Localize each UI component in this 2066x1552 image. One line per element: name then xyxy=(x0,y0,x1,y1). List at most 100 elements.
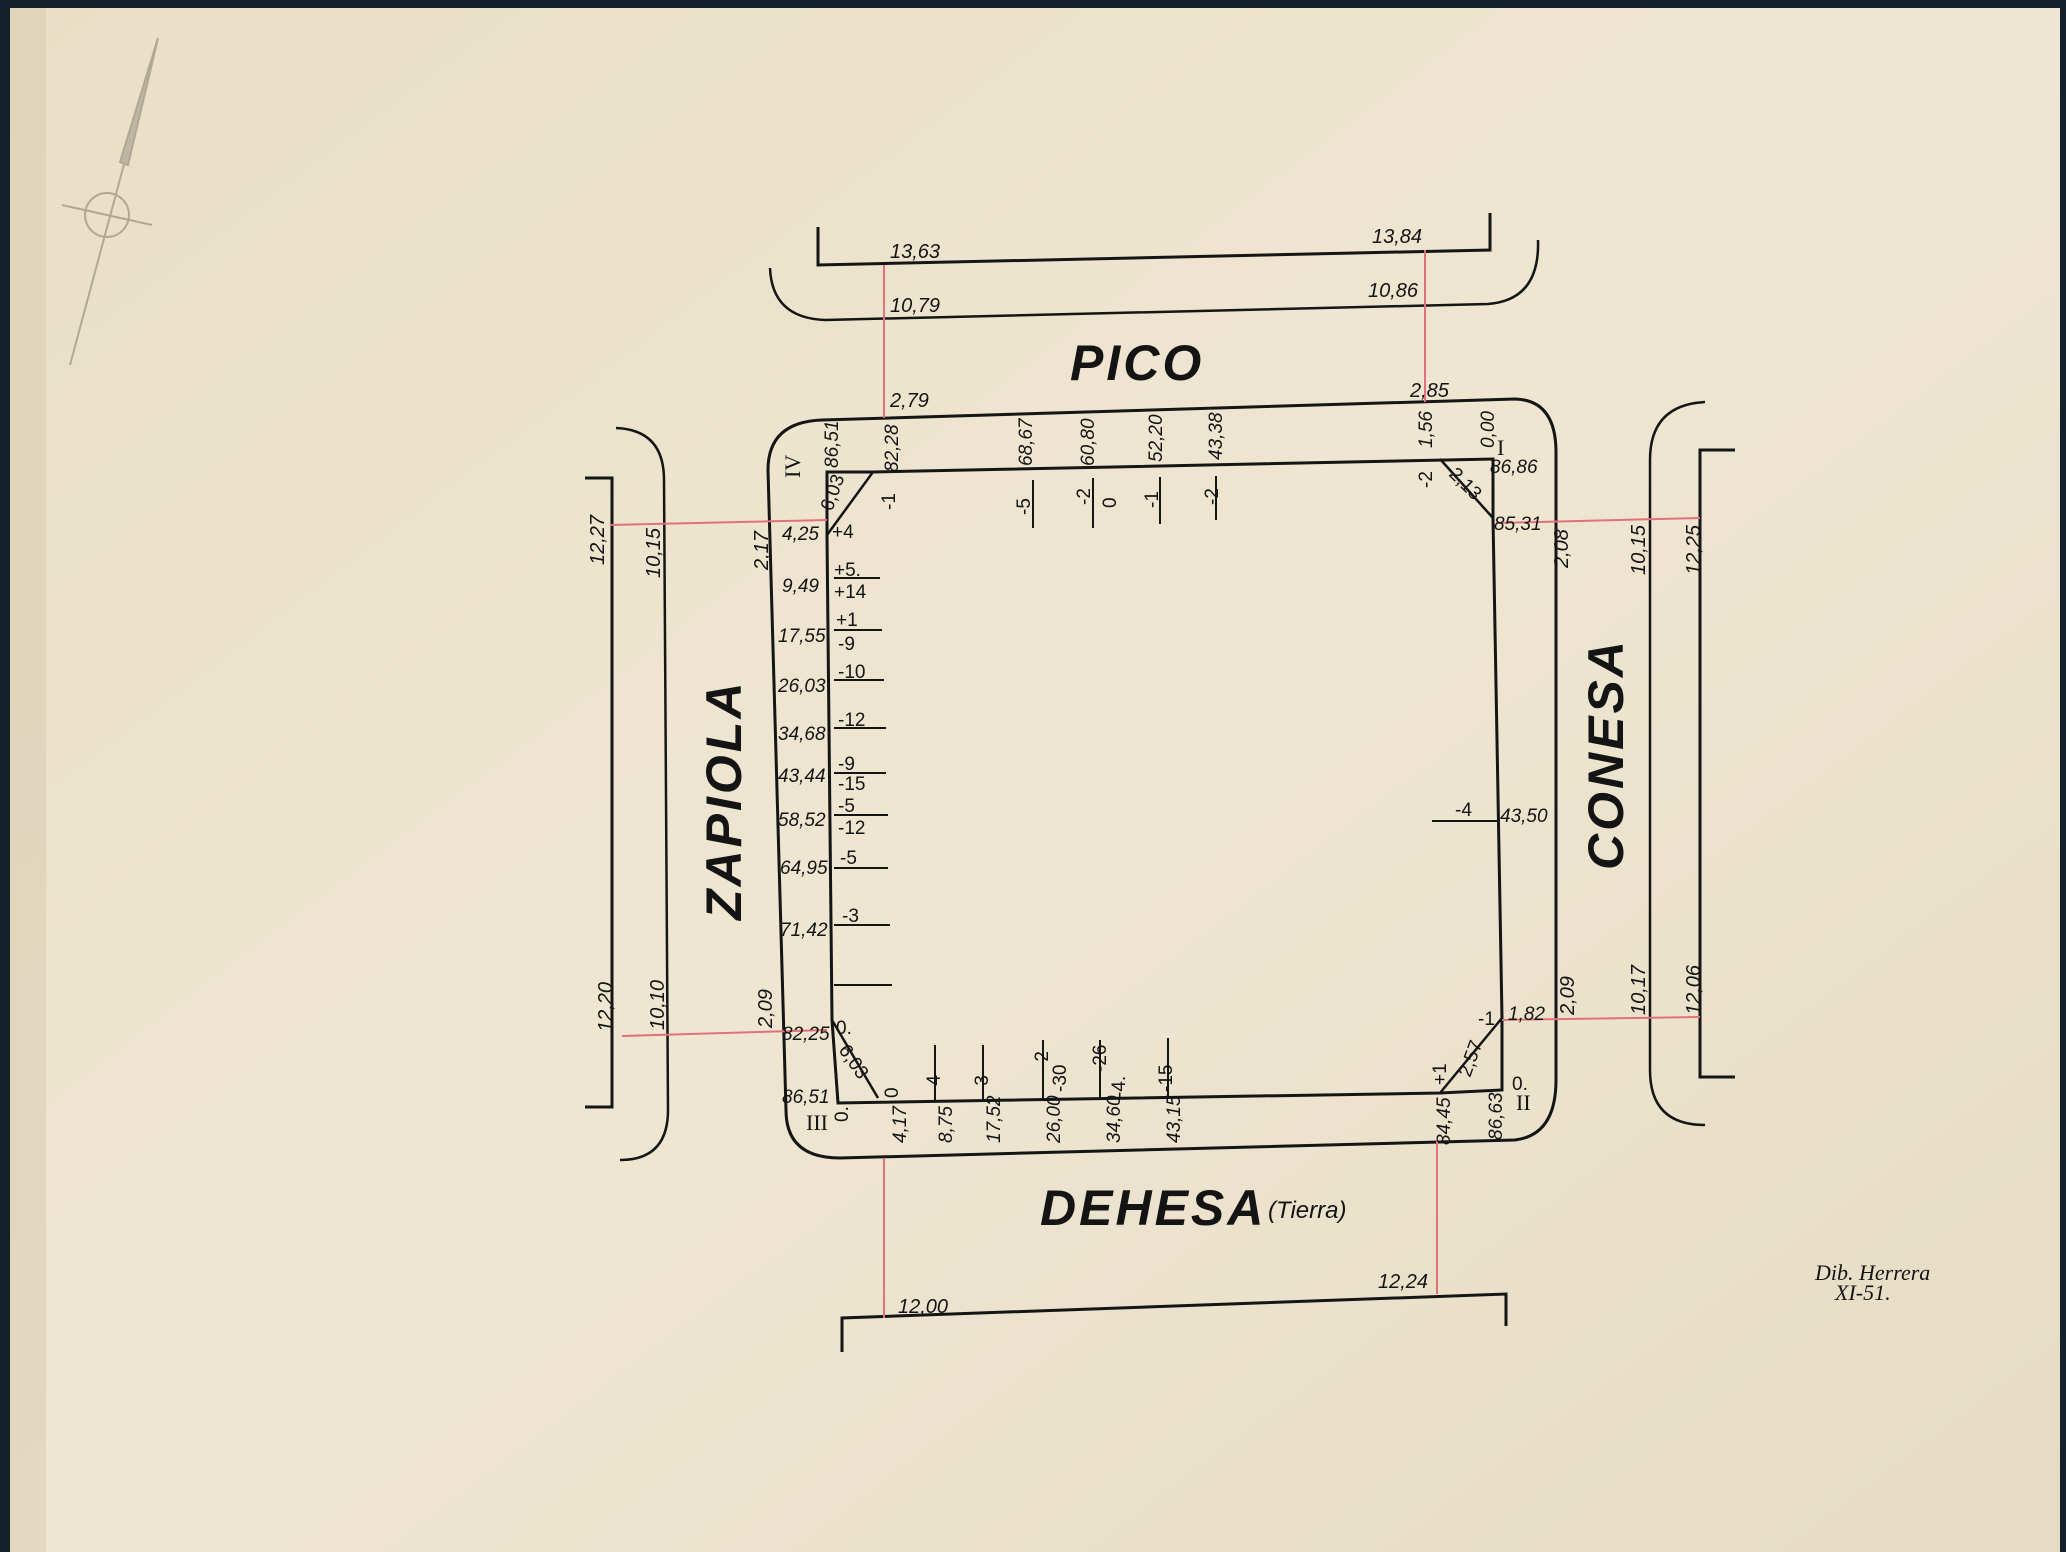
east-profile-b: -1 xyxy=(1478,1009,1495,1030)
south-profile-g: -4. xyxy=(1109,1076,1130,1098)
west-profile-6: -12 xyxy=(838,710,865,731)
west-level-34-68: 34,68 xyxy=(778,724,826,745)
south-level-8-75: 8,75 xyxy=(936,1106,957,1143)
south-profile-b: -4 xyxy=(924,1075,945,1092)
east-profile-c: +1 xyxy=(1430,1063,1451,1085)
west-level-64-95: 64,95 xyxy=(780,858,828,879)
south-level-17-52: 17,52 xyxy=(984,1095,1005,1143)
east-profile-a: -4 xyxy=(1455,800,1472,821)
north-profile-f: -2 xyxy=(1202,488,1223,505)
west-line-12-27: 12,27 xyxy=(587,514,609,565)
north-arrow-icon xyxy=(61,37,159,366)
south-profile-f: -26 xyxy=(1090,1045,1111,1072)
pico-curb-10-86: 10,86 xyxy=(1368,280,1419,302)
south-level-34-60: 34,60 xyxy=(1104,1095,1125,1143)
west-profile-7: -9 xyxy=(838,754,855,775)
south-profile-c: -3 xyxy=(972,1075,993,1092)
east-level-86-63: 86,63 xyxy=(1486,1092,1507,1140)
east-curb-10-15: 10,15 xyxy=(1628,524,1650,575)
west-profile-0: +4 xyxy=(832,522,854,543)
pico-curb-10-79: 10,79 xyxy=(890,295,940,317)
east-line-12-25: 12,25 xyxy=(1683,524,1705,575)
west-level-86-51: 86,51 xyxy=(782,1087,830,1108)
dehesa-property-line xyxy=(840,1292,1508,1352)
south-profile-d: -2 xyxy=(1032,1051,1053,1068)
west-level-26-03: 26,03 xyxy=(777,676,826,697)
south-level-84-45: 84,45 xyxy=(1434,1097,1455,1145)
north-level-52-20: 52,20 xyxy=(1146,414,1167,462)
south-profile-e: -30 xyxy=(1050,1065,1071,1092)
pico-line-13-63: 13,63 xyxy=(890,241,940,263)
west-level-17-55: 17,55 xyxy=(778,626,826,647)
west-offset-2-17: 2,17 xyxy=(751,530,773,571)
east-level-86-86: 86,86 xyxy=(1490,457,1538,478)
west-profile-14: 0. xyxy=(832,1106,853,1122)
west-profile-12: -3 xyxy=(842,906,859,927)
north-level-0-00: 0,00 xyxy=(1478,411,1499,448)
corner-label-i: I xyxy=(1497,435,1504,460)
west-profile-13: 0. xyxy=(836,1018,852,1039)
pico-line-13-84: 13,84 xyxy=(1372,226,1422,248)
zapiola-property-line xyxy=(585,476,614,1109)
west-level-43-44: 43,44 xyxy=(778,766,826,787)
corner-label-ii: II xyxy=(1516,1090,1531,1115)
south-profile-h: -15 xyxy=(1156,1065,1177,1092)
south-line-12-24: 12,24 xyxy=(1378,1271,1428,1293)
signature-date: XI-51. xyxy=(1834,1280,1891,1305)
conesa-property-line xyxy=(1698,448,1735,1079)
north-level-68-67: 68,67 xyxy=(1016,417,1037,466)
north-level-60-80: 60,80 xyxy=(1078,418,1099,466)
block-outer-curb xyxy=(766,397,1558,1160)
south-level-43-15: 43,15 xyxy=(1164,1095,1185,1143)
west-level-82-25: 82,25 xyxy=(782,1024,830,1045)
north-level-1-56: 1,56 xyxy=(1416,411,1437,448)
east-level-1-82: 1,82 xyxy=(1508,1004,1545,1025)
north-level-43-38: 43,38 xyxy=(1206,412,1227,460)
west-level-4-25: 4,25 xyxy=(782,524,819,545)
west-profile-5: -10 xyxy=(838,662,865,683)
east-offset-2-09: 2,09 xyxy=(1557,976,1579,1016)
corner-chamfers xyxy=(825,458,1503,1104)
pico-offset-2-85: 2,85 xyxy=(1409,380,1450,402)
street-note-tierra: (Tierra) xyxy=(1268,1197,1346,1224)
west-profile-9: -5 xyxy=(838,796,855,817)
west-curb-10-15: 10,15 xyxy=(643,527,665,578)
corner-label-iii: III xyxy=(806,1110,828,1135)
north-profile-a: -1 xyxy=(879,493,900,510)
red-dimension-lines xyxy=(609,250,1701,1318)
west-profile-3: +1 xyxy=(836,610,858,631)
west-profile-8: -15 xyxy=(838,774,865,795)
pico-curb xyxy=(768,239,1540,322)
street-name-pico: PICO xyxy=(1070,335,1204,391)
south-level-4-17: 4,17 xyxy=(890,1105,911,1143)
west-level-9-49: 9,49 xyxy=(782,576,819,597)
zapiola-curb xyxy=(615,426,670,1162)
pico-property-line xyxy=(816,213,1492,267)
north-profile-d: 0 xyxy=(1100,497,1121,508)
profile-ticks xyxy=(834,476,1500,1101)
west-curb-10-10: 10,10 xyxy=(647,980,669,1030)
east-curb-10-17: 10,17 xyxy=(1628,964,1650,1015)
west-profile-1: +5. xyxy=(834,560,861,581)
street-name-dehesa: DEHESA xyxy=(1040,1180,1266,1236)
street-name-zapiola: ZAPIOLA xyxy=(696,680,752,922)
north-profile-b: -5 xyxy=(1014,498,1035,515)
north-profile-e: -1 xyxy=(1142,491,1163,508)
north-profile-c: -2 xyxy=(1074,488,1095,505)
west-profile-4: -9 xyxy=(838,634,855,655)
conesa-curb xyxy=(1648,400,1706,1127)
south-line-12-00: 12,00 xyxy=(898,1296,948,1318)
west-line-12-20: 12,20 xyxy=(595,982,617,1032)
west-level-71-42: 71,42 xyxy=(780,920,828,941)
west-profile-10: -12 xyxy=(838,818,865,839)
paper-edge-shadow xyxy=(10,8,46,1552)
west-offset-2-09: 2,09 xyxy=(755,989,777,1029)
east-level-43-50: 43,50 xyxy=(1500,806,1548,827)
street-name-conesa: CONESA xyxy=(1578,638,1634,870)
south-profile-a: 0 xyxy=(882,1087,903,1098)
corner-label-iv: IV xyxy=(780,455,805,478)
north-level-86-51: 86,51 xyxy=(822,420,843,468)
west-level-58-52: 58,52 xyxy=(778,810,826,831)
west-profile-11: -5 xyxy=(840,848,857,869)
